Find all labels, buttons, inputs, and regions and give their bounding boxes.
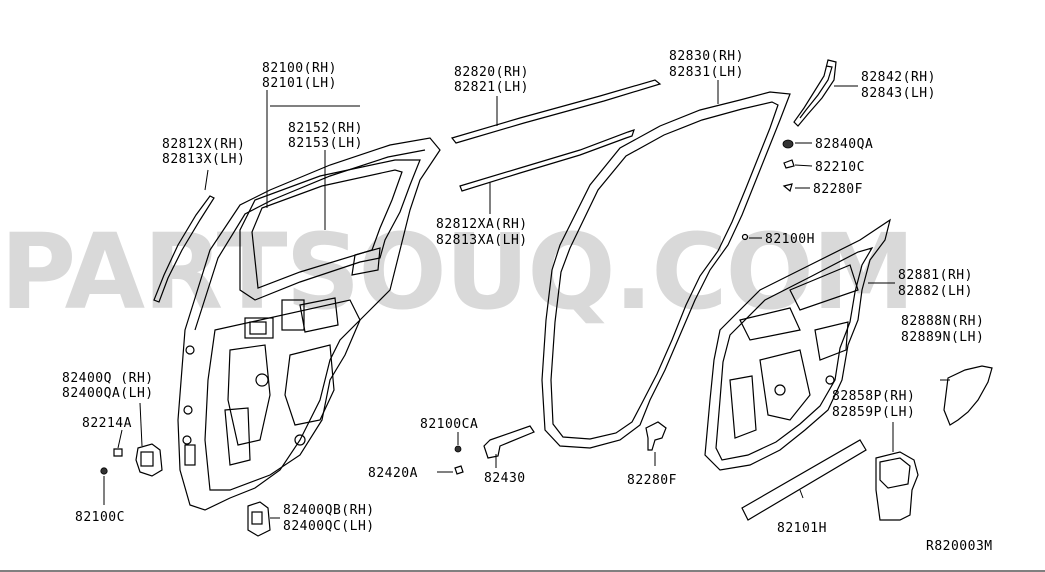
label-82889n: 82889N(LH) bbox=[901, 330, 984, 345]
clip-82100h bbox=[741, 233, 749, 241]
label-82280f-bottom: 82280F bbox=[627, 473, 677, 488]
label-82153: 82153(LH) bbox=[288, 136, 363, 151]
label-82420a: 82420A bbox=[368, 466, 418, 481]
moulding-82820 bbox=[450, 79, 662, 144]
label-82888n: 82888N(RH) bbox=[901, 314, 984, 329]
sealing-screen-82888n bbox=[943, 365, 993, 426]
hinge-82400qb bbox=[247, 501, 271, 537]
clip-82840qa bbox=[782, 139, 794, 149]
leader-lines bbox=[103, 80, 950, 519]
diagram-code: R820003M bbox=[926, 539, 993, 554]
label-82214a: 82214A bbox=[82, 416, 132, 431]
label-82813x: 82813X(LH) bbox=[162, 152, 245, 167]
rear-door-panel bbox=[177, 137, 441, 511]
watermark: PARTSOUQ.COM bbox=[0, 211, 913, 333]
clip-82210c bbox=[783, 159, 795, 169]
label-82842: 82842(RH) bbox=[861, 70, 936, 85]
bolt-82214a bbox=[113, 448, 123, 457]
label-82882: 82882(LH) bbox=[898, 284, 973, 299]
label-82858p: 82858P(RH) bbox=[832, 389, 915, 404]
label-82830: 82830(RH) bbox=[669, 49, 744, 64]
label-82813xa: 82813XA(LH) bbox=[436, 233, 528, 248]
label-82100ca: 82100CA bbox=[420, 417, 478, 432]
protector-82101h bbox=[741, 439, 867, 521]
bracket-82858p bbox=[875, 451, 919, 521]
label-82280f-top: 82280F bbox=[813, 182, 863, 197]
label-82831: 82831(LH) bbox=[669, 65, 744, 80]
label-82210c: 82210C bbox=[815, 160, 865, 175]
label-82152: 82152(RH) bbox=[288, 121, 363, 136]
label-82821: 82821(LH) bbox=[454, 80, 529, 95]
nut-82100ca bbox=[454, 445, 462, 453]
door-seal-82830 bbox=[541, 91, 791, 449]
label-82812x: 82812X(RH) bbox=[162, 137, 245, 152]
label-82812xa: 82812XA(RH) bbox=[436, 217, 528, 232]
label-82430: 82430 bbox=[484, 471, 526, 486]
label-82400q: 82400Q (RH) bbox=[62, 371, 154, 386]
clip-82280f-bottom bbox=[645, 421, 667, 451]
nut-82100c bbox=[100, 467, 108, 475]
clip-82280f-top bbox=[782, 183, 793, 193]
label-82820: 82820(RH) bbox=[454, 65, 529, 80]
label-82843: 82843(LH) bbox=[861, 86, 936, 101]
hinge-82400q bbox=[135, 443, 163, 477]
label-82101: 82101(LH) bbox=[262, 76, 337, 91]
label-82881: 82881(RH) bbox=[898, 268, 973, 283]
cover-82842 bbox=[793, 59, 837, 127]
label-82100c: 82100C bbox=[75, 510, 125, 525]
label-82400qc: 82400QC(LH) bbox=[283, 519, 375, 534]
label-82101h: 82101H bbox=[777, 521, 827, 536]
label-82100h: 82100H bbox=[765, 232, 815, 247]
door-trim-82881 bbox=[704, 218, 891, 471]
bolt-82420a bbox=[454, 465, 464, 475]
label-82400qa: 82400QA(LH) bbox=[62, 386, 154, 401]
label-82859p: 82859P(LH) bbox=[832, 405, 915, 420]
label-82400qb: 82400QB(RH) bbox=[283, 503, 375, 518]
weatherstrip-82812xa bbox=[459, 129, 635, 192]
label-82840qa: 82840QA bbox=[815, 137, 873, 152]
check-link-82430 bbox=[483, 425, 535, 459]
weatherstrip-82812x bbox=[153, 195, 215, 303]
label-82100: 82100(RH) bbox=[262, 61, 337, 76]
